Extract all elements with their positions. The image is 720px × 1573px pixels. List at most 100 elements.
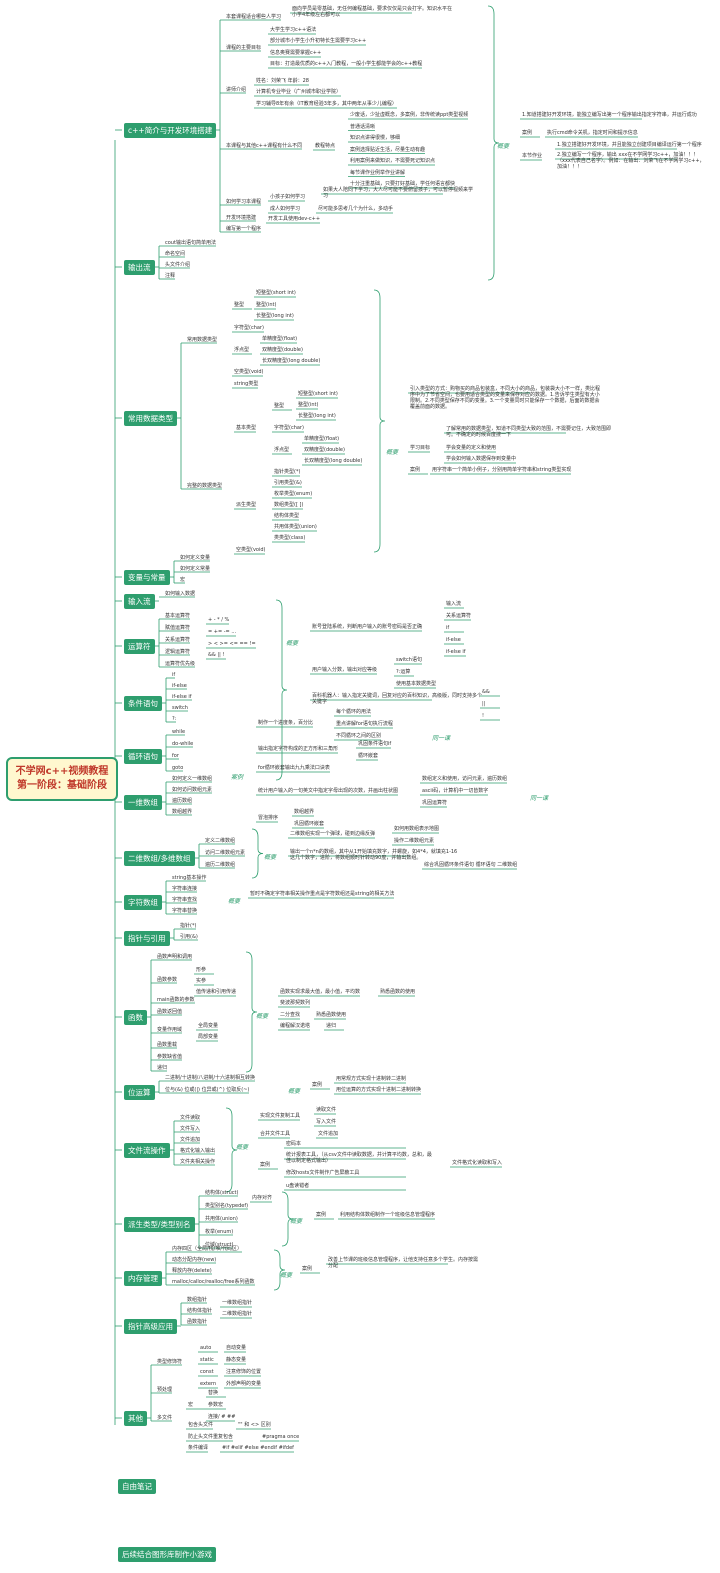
- teaching-item[interactable]: 普通话清晰: [350, 123, 376, 130]
- fn-param-item[interactable]: 实参: [196, 978, 207, 984]
- type-char[interactable]: 字符型(char): [234, 325, 264, 331]
- sub-topic[interactable]: malloc/calloc/realloc/free系列函数: [172, 1279, 255, 1285]
- modifier-item[interactable]: static: [200, 1357, 214, 1363]
- bit-case[interactable]: 用常规方式实现十进制转二进制: [336, 1076, 407, 1082]
- ops-case1-item[interactable]: if-else: [446, 637, 461, 643]
- arr-case2[interactable]: 冒泡排序: [258, 815, 279, 821]
- sub-topic[interactable]: 字符串替换: [172, 908, 198, 914]
- sub-topic[interactable]: 基本运算符: [165, 613, 191, 619]
- types-goal-label[interactable]: 学习目标: [410, 445, 431, 451]
- fn-case[interactable]: 函数实现求最大值，最小值，平均数: [280, 989, 361, 995]
- ops-rel[interactable]: > < >= <= == !=: [208, 641, 256, 647]
- type-string[interactable]: string类型: [234, 381, 259, 387]
- sub-topic[interactable]: 头文件介绍: [165, 262, 191, 268]
- struct-case-label[interactable]: 案例: [316, 1212, 327, 1218]
- branch-topic[interactable]: 二维数组/多维数组: [124, 851, 195, 866]
- sub-topic[interactable]: 释放内存(delete): [172, 1268, 212, 1274]
- floating-topic[interactable]: 自由笔记: [118, 1479, 156, 1494]
- file-case-item[interactable]: 修改hosts文件制作广告屏蔽工具: [286, 1170, 360, 1176]
- arr2-case1[interactable]: 二维数组实现一个弹球，碰到边缘反弹: [290, 831, 376, 837]
- sub-topic[interactable]: 类型修饰符: [157, 1359, 183, 1365]
- sub-topic[interactable]: 本套课程适合哪些人学习: [226, 14, 282, 20]
- ops-case1-item[interactable]: 输入流: [446, 601, 462, 607]
- sub-topic[interactable]: 运算符优先级: [165, 661, 196, 667]
- bit-case[interactable]: 用位运算的方式实现十进制二进制转换: [336, 1087, 422, 1093]
- branch-topic[interactable]: 位运算: [124, 1085, 155, 1100]
- sub-topic[interactable]: 如何定义常量: [180, 566, 211, 572]
- sum1-goal[interactable]: 1.知道搭建好开发环境，能独立编写出第一个程序输出指定字符串，并运行成功: [522, 112, 697, 118]
- sub-topic[interactable]: 位与(&) 位或(|) 位异或(^) 位取反(~): [165, 1087, 250, 1093]
- type-derived-item[interactable]: 枚举类型(enum): [274, 491, 313, 497]
- sub-topic[interactable]: string基本操作: [172, 875, 207, 881]
- sub-topic[interactable]: 如何定义变量: [180, 555, 211, 561]
- branch-topic[interactable]: c++简介与开发环境搭建: [124, 123, 217, 138]
- type-derived-item[interactable]: 数组类型([ ]): [274, 502, 304, 508]
- modifier-note[interactable]: 外部声明的变量: [226, 1381, 262, 1387]
- types-goal-1[interactable]: 学会变量的定义和使用: [446, 445, 497, 451]
- sub-topic[interactable]: main函数的参数: [157, 997, 195, 1003]
- modifier-note[interactable]: 静态变量: [226, 1357, 247, 1363]
- types-case-label[interactable]: 案例: [410, 467, 421, 473]
- sub-topic[interactable]: 课程的主要目标: [226, 45, 262, 51]
- ops-case3[interactable]: 百科机器人：输入指定关键词，回复对应的百科知识，高级版，同时支持多个关键字: [312, 693, 483, 705]
- sub-topic[interactable]: for: [172, 753, 179, 759]
- sub-topic[interactable]: 讲师介绍: [226, 87, 247, 93]
- branch-topic[interactable]: 变量与常量: [124, 570, 170, 585]
- type-float-label2[interactable]: 浮点型: [274, 447, 290, 453]
- ops-assign[interactable]: = += -= ...: [208, 629, 237, 635]
- type-short2[interactable]: 短整型(short int): [298, 391, 338, 397]
- file-case-item[interactable]: 密码本: [286, 1141, 302, 1147]
- types-understand[interactable]: 了解常用的数据类型，知道不同类型大致的范围，不需要记住，大致范围即可。不确定的时…: [446, 426, 612, 438]
- ops-case2-item[interactable]: ?:运算: [396, 669, 411, 675]
- sub-topic[interactable]: 函数声明和调用: [157, 954, 193, 960]
- type-basic[interactable]: 基本类型: [236, 425, 257, 431]
- fn-case[interactable]: 斐波那契数列: [280, 1000, 311, 1006]
- note-howto-kids[interactable]: 如果大人陪同下学习，大人尽可能不要俯留孩子，可以暂停视频来学习: [323, 187, 474, 199]
- lecturer-item[interactable]: 姓名：刘荣飞 年龄：28: [256, 78, 309, 84]
- sub-topic[interactable]: 注释: [165, 273, 176, 279]
- sub-topic[interactable]: do-while: [172, 741, 194, 747]
- fn-scope-item[interactable]: 局部变量: [198, 1034, 219, 1040]
- modifier-item[interactable]: auto: [200, 1345, 212, 1351]
- sub-topic[interactable]: 预处理: [157, 1387, 173, 1393]
- branch-topic[interactable]: 其他: [124, 1411, 147, 1426]
- lecturer-item[interactable]: 计算机专业毕业（广州城市职业学院）: [256, 89, 342, 95]
- sub-topic[interactable]: 动态分配内存(new): [172, 1257, 217, 1263]
- type-float-label[interactable]: 浮点型: [234, 347, 250, 353]
- arr2-case2-note[interactable]: 综合巩固循环条件语句 循环语句 二维数组: [424, 862, 518, 868]
- arr2-case1-item[interactable]: 如何用数组表示地图: [394, 826, 440, 832]
- type-float[interactable]: 单精度型(float): [262, 336, 298, 342]
- ops-case3-item[interactable]: !: [482, 713, 485, 719]
- sub-topic[interactable]: 如何输入数据: [165, 591, 196, 597]
- arr-case1-item[interactable]: 巩固运算符: [422, 800, 448, 806]
- type-double[interactable]: 双精度型(double): [262, 347, 303, 353]
- fn-case-note[interactable]: 熟悉函数的使用: [380, 989, 416, 995]
- ops-case1-item[interactable]: 关系运算符: [446, 613, 472, 619]
- ops-case3-item[interactable]: &&: [482, 689, 490, 695]
- ops-case1[interactable]: 账号登陆系统，判断用户输入的账号密码是否正确: [312, 624, 423, 630]
- devtool[interactable]: 开发工具使用dev-c++: [268, 216, 321, 222]
- ops-case2[interactable]: 用户输入分数，输出对应等级: [312, 667, 378, 673]
- fn-case-note[interactable]: 递归: [326, 1023, 337, 1029]
- mem-case[interactable]: 改善上节课的班级信息管理程序，让他支持任意多个学生。内存按需分配: [328, 1257, 479, 1269]
- ops-case1-item[interactable]: if-else if: [446, 649, 466, 655]
- ops-case2-item[interactable]: 使用基本数据类型: [396, 681, 437, 687]
- sub-topic[interactable]: 递归: [157, 1065, 168, 1071]
- loop-case2-item[interactable]: 巩固条件语句if: [358, 741, 392, 747]
- sub-topic[interactable]: 类型别名(typedef): [205, 1203, 249, 1209]
- file-case2-item[interactable]: 文件追加: [318, 1131, 339, 1137]
- mem-case-label[interactable]: 案例: [302, 1266, 313, 1272]
- ops-logic[interactable]: && || !: [208, 652, 225, 658]
- sub-topic[interactable]: 参数缺省值: [157, 1054, 183, 1060]
- sub-topic[interactable]: if-else: [172, 683, 187, 689]
- type-derived-item[interactable]: 指针类型(*): [274, 469, 301, 475]
- sub-topic[interactable]: 内存四区（全局/栈/堆/代码区）: [172, 1246, 243, 1252]
- sub-topic[interactable]: cout输出语句简单用法: [165, 240, 216, 246]
- sub-topic[interactable]: 枚举(enum): [205, 1229, 234, 1235]
- teaching-item[interactable]: 利用案例来做知识，不需要死记知识点: [350, 158, 436, 164]
- branch-topic[interactable]: 输出流: [124, 260, 155, 275]
- pre-cond[interactable]: 条件编译: [188, 1445, 209, 1451]
- lecturer-item[interactable]: 学习辅导8年有余（IT教育经验3年多，其中两年从事少儿编程）: [256, 101, 397, 107]
- sub-topic[interactable]: 命名空间: [165, 251, 186, 257]
- sub-topic[interactable]: 函数重载: [157, 1042, 178, 1048]
